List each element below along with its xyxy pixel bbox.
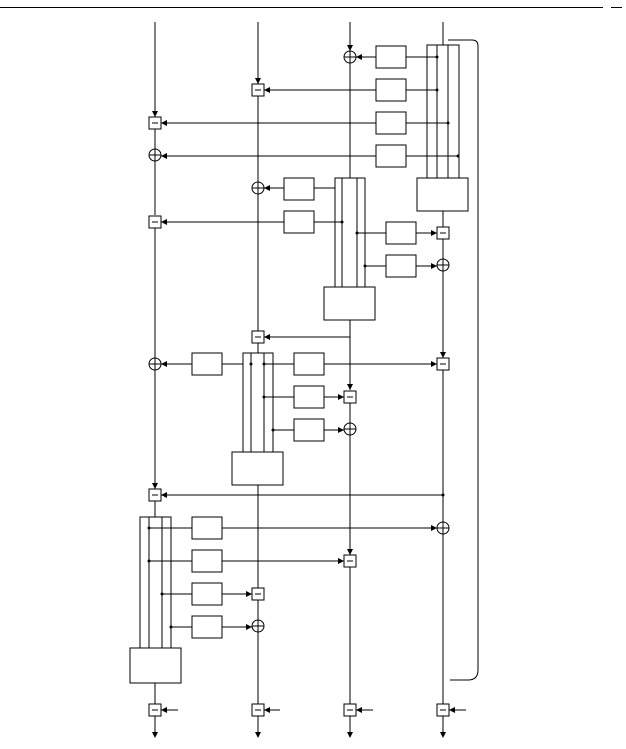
filter-block-3b <box>293 352 325 376</box>
subtractor-node <box>148 703 162 717</box>
adder-node <box>436 258 450 272</box>
adder-node <box>343 422 357 436</box>
subtractor-node <box>148 116 162 130</box>
block-group-3 <box>161 352 437 486</box>
adder-node <box>148 357 162 371</box>
filter-block-4b <box>191 549 223 573</box>
junction-dots <box>147 55 460 629</box>
filter-block-3a <box>191 352 223 376</box>
filter-block-1b <box>375 78 407 102</box>
filter-block-1c <box>375 111 407 135</box>
filter-block-2a <box>283 177 315 201</box>
feedback-loop <box>448 39 479 681</box>
adder-node <box>436 521 450 535</box>
subtractor-node <box>343 703 357 717</box>
adder-node <box>251 619 265 633</box>
filter-block-4c <box>191 582 223 606</box>
bus-block-3 <box>242 352 274 453</box>
subtractor-node <box>148 215 162 229</box>
subtractor-node <box>343 390 357 404</box>
subtractor-node <box>436 226 450 240</box>
subtractor-node <box>343 554 357 568</box>
filter-block-1d <box>375 144 407 168</box>
subtractor-node <box>436 357 450 371</box>
subtractor-node <box>251 587 265 601</box>
block-group-4 <box>129 516 437 684</box>
filter-block-1a <box>375 45 407 69</box>
adder-node <box>148 148 162 162</box>
arrowheads <box>152 45 455 738</box>
adder-node <box>343 50 357 64</box>
filter-block-3c <box>293 385 325 409</box>
bus-block-4 <box>139 516 172 649</box>
filter-block-3d <box>293 418 325 442</box>
bus-block-1 <box>426 44 460 179</box>
source-block-2 <box>323 286 376 321</box>
filter-block-2b <box>283 210 315 234</box>
subtractor-node <box>251 330 265 344</box>
source-block-3 <box>231 451 284 486</box>
source-block-1 <box>416 177 469 212</box>
operators <box>148 50 450 717</box>
subtractor-node <box>251 703 265 717</box>
subtractor-node <box>436 703 450 717</box>
source-block-4 <box>129 647 182 684</box>
block-group-1 <box>161 39 479 681</box>
subtractor-node <box>148 488 162 502</box>
adder-node <box>251 181 265 195</box>
filter-block-4a <box>191 516 223 540</box>
filter-block-2c <box>385 221 417 245</box>
block-group-2 <box>161 177 437 338</box>
subtractor-node <box>251 83 265 97</box>
filter-block-4d <box>191 615 223 639</box>
filter-block-2d <box>385 254 417 278</box>
